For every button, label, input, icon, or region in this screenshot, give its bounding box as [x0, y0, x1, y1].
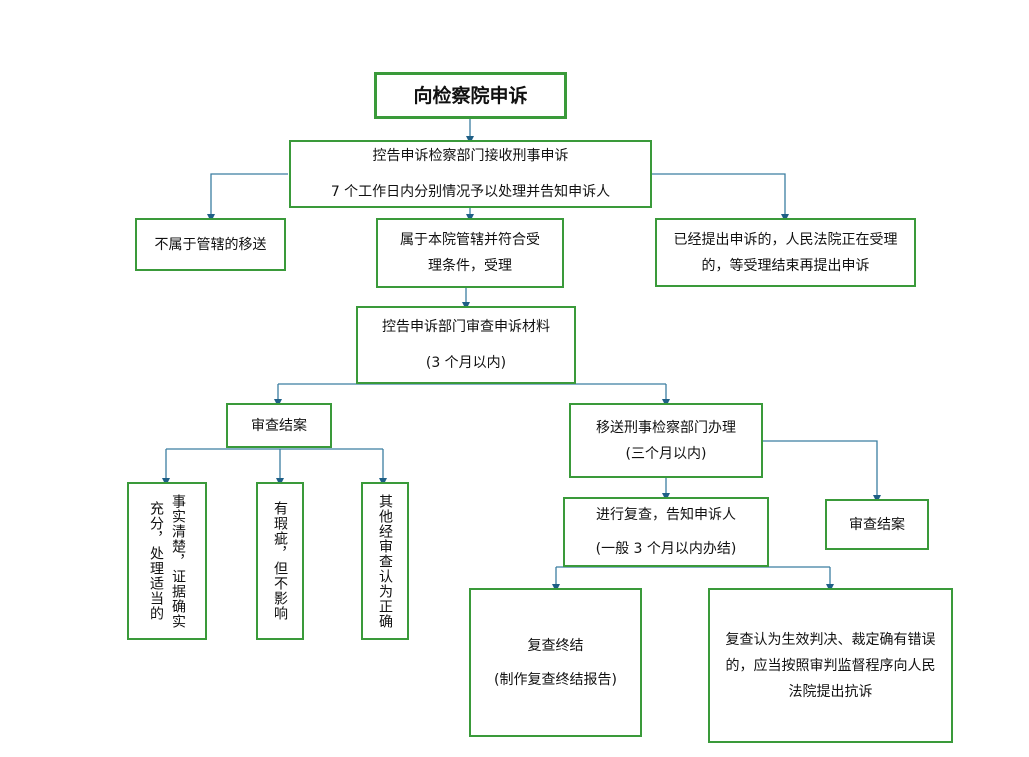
transfer-line2: (三个月以内) [625, 445, 707, 462]
reason-facts-label: 事实清楚，证据确实充分，处理适当的 [148, 493, 186, 629]
court-pending-node: 已经提出申诉的，人民法院正在受理的，等受理结束再提出申诉 [655, 218, 916, 287]
accepted-node: 属于本院管辖并符合受理条件，受理 [376, 218, 564, 288]
reason-flaw-node: 有瑕疵，但不影响 [256, 482, 304, 640]
terminate-node: 复查终结 (制作复查终结报告) [469, 588, 642, 737]
arrow-transfer-to-close-right [763, 440, 881, 503]
accepted-label: 属于本院管辖并符合受理条件，受理 [400, 232, 540, 274]
transfer-node: 移送刑事检察部门办理 (三个月以内) [569, 403, 763, 478]
reexam-line1: 进行复查，告知申诉人 [596, 507, 736, 523]
not-jurisdiction-label: 不属于管辖的移送 [154, 236, 267, 253]
protest-label: 复查认为生效判决、裁定确有错误的，应当按照审判监督程序向人民法院提出抗诉 [725, 631, 936, 700]
terminate-line1: 复查终结 [527, 637, 584, 654]
protest-node: 复查认为生效判决、裁定确有错误的，应当按照审判监督程序向人民法院提出抗诉 [708, 588, 953, 743]
reason-other-label: 其他经审查认为正确 [377, 493, 393, 629]
close-case-left-label: 审查结案 [251, 417, 307, 434]
review-line2: (3 个月以内) [425, 355, 507, 371]
terminate-line2: (制作复查终结报告) [494, 671, 617, 688]
close-case-left-node: 审查结案 [226, 403, 332, 448]
accept-node: 控告申诉检察部门接收刑事申诉 7 个工作日内分别情况予以处理并告知申诉人 [289, 140, 652, 208]
reason-facts-node: 事实清楚，证据确实充分，处理适当的 [127, 482, 207, 640]
accept-line1: 控告申诉检察部门接收刑事申诉 [372, 148, 569, 164]
reason-flaw-label: 有瑕疵，但不影响 [272, 501, 288, 621]
reexam-line2: (一般 3 个月以内办结) [595, 541, 737, 557]
close-case-right-node: 审查结案 [825, 499, 929, 550]
root-node: 向检察院申诉 [374, 72, 567, 119]
close-case-right-label: 审查结案 [849, 516, 905, 533]
not-jurisdiction-node: 不属于管辖的移送 [135, 218, 286, 271]
court-pending-label: 已经提出申诉的，人民法院正在受理的，等受理结束再提出申诉 [673, 231, 898, 274]
reexam-node: 进行复查，告知申诉人 (一般 3 个月以内办结) [563, 497, 769, 567]
reason-other-node: 其他经审查认为正确 [361, 482, 409, 640]
review-node: 控告申诉部门审查申诉材料 (3 个月以内) [356, 306, 576, 384]
review-line1: 控告申诉部门审查申诉材料 [382, 319, 550, 335]
transfer-line1: 移送刑事检察部门办理 [596, 419, 736, 436]
arrow-accept-to-not-jurisdiction [207, 173, 288, 222]
arrow-accept-to-court-pending [652, 173, 789, 222]
accept-line2: 7 个工作日内分别情况予以处理并告知申诉人 [330, 184, 611, 200]
root-label: 向检察院申诉 [413, 84, 528, 107]
